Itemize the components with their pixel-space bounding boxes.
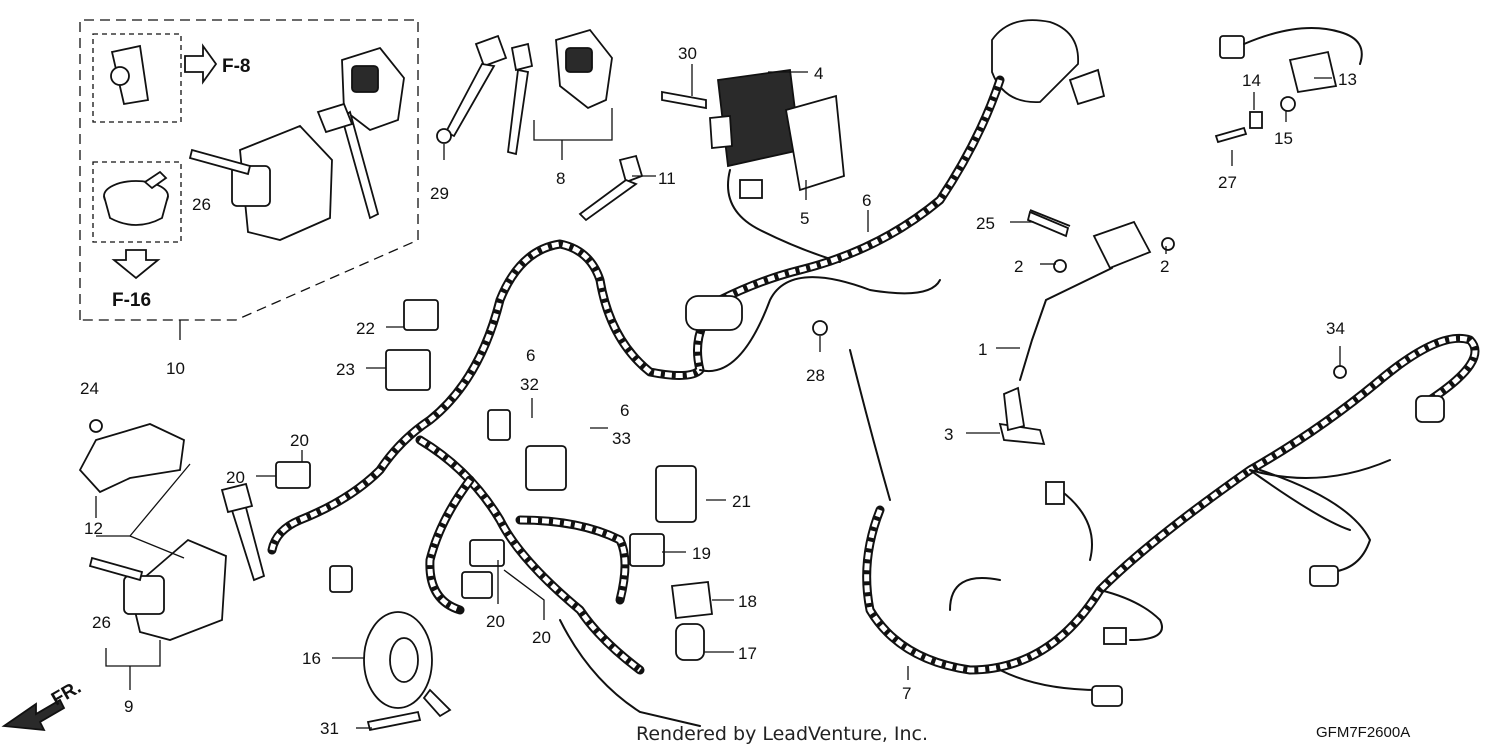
horn — [363, 611, 452, 718]
callout-26: 26 — [92, 613, 111, 632]
callout-34: 34 — [1326, 319, 1345, 338]
callouts: 1 2 2 3 4 5 6 6 6 7 8 9 10 11 12 13 14 1… — [80, 44, 1357, 738]
callout-22: 22 — [356, 319, 375, 338]
callout-30: 30 — [678, 44, 697, 63]
callout-20: 20 — [486, 612, 505, 631]
callout-20: 20 — [532, 628, 551, 647]
callout-20: 20 — [226, 468, 245, 487]
callout-21: 21 — [732, 492, 751, 511]
diagram-code: GFM7F2600A — [1316, 724, 1410, 741]
callout-7: 7 — [902, 684, 911, 703]
lower-ignition-switch — [78, 423, 266, 641]
callout-12: 12 — [84, 519, 103, 538]
inset-fuel-cap-part — [103, 170, 169, 226]
callout-27: 27 — [1218, 173, 1237, 192]
callout-25: 25 — [976, 214, 995, 233]
callout-6: 6 — [526, 346, 535, 365]
ref-f8-label: F-8 — [222, 56, 251, 77]
callout-31: 31 — [320, 719, 339, 738]
inset-box — [79, 19, 419, 340]
credit-text: Rendered by LeadVenture, Inc. — [636, 723, 928, 745]
ignition-coil-and-plug-cap — [998, 210, 1175, 446]
callout-23: 23 — [336, 360, 355, 379]
front-arrow-icon — [1, 698, 66, 732]
callout-6: 6 — [862, 191, 871, 210]
callout-20: 20 — [290, 431, 309, 450]
key-blank-part — [578, 154, 644, 222]
callout-14: 14 — [1242, 71, 1261, 90]
callout-2: 2 — [1160, 257, 1169, 276]
handlebar-switch-part — [1214, 27, 1363, 144]
callout-3: 3 — [944, 425, 953, 444]
ref-arrow-right — [184, 43, 218, 85]
callout-11: 11 — [658, 169, 676, 188]
ref-f16-label: F-16 — [112, 290, 151, 311]
callout-9: 9 — [124, 697, 133, 716]
callout-33: 33 — [612, 429, 631, 448]
callout-15: 15 — [1274, 129, 1293, 148]
callout-1: 1 — [978, 340, 987, 359]
callout-10: 10 — [166, 359, 185, 378]
bolts — [88, 128, 1347, 732]
callout-32: 32 — [520, 375, 539, 394]
relays-and-connectors — [275, 295, 743, 599]
callout-17: 17 — [738, 644, 757, 663]
callout-24: 24 — [80, 379, 99, 398]
key-set-part — [444, 28, 613, 156]
switch-and-holder — [670, 581, 714, 661]
callout-28: 28 — [806, 366, 825, 385]
sub-wire-harness — [849, 333, 1480, 707]
callout-19: 19 — [692, 544, 711, 563]
callout-26: 26 — [192, 195, 211, 214]
callout-29: 29 — [430, 184, 449, 203]
callout-4: 4 — [814, 64, 823, 83]
main-wire-harness — [267, 75, 1005, 727]
ref-arrow-down — [111, 249, 161, 280]
leader-lines — [95, 64, 1341, 729]
inset-switch-part — [110, 44, 150, 106]
callout-13: 13 — [1338, 70, 1357, 89]
callout-5: 5 — [800, 209, 809, 228]
regulator-rectifier — [661, 68, 845, 263]
ignition-coil-cylinder — [991, 19, 1106, 106]
callout-6: 6 — [620, 401, 629, 420]
ignition-switch-assembly — [231, 46, 405, 241]
callout-18: 18 — [738, 592, 757, 611]
callout-8: 8 — [556, 169, 565, 188]
callout-16: 16 — [302, 649, 321, 668]
callout-2: 2 — [1014, 257, 1023, 276]
